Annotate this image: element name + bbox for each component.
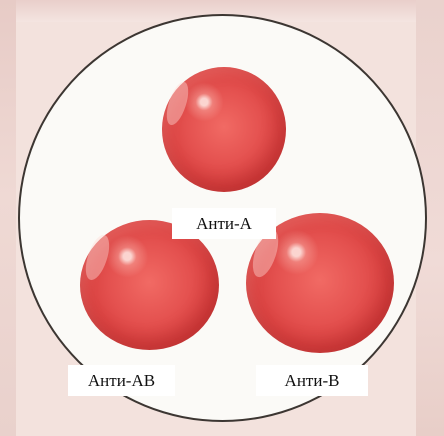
anti-ab-drop bbox=[80, 220, 219, 350]
background-left bbox=[0, 0, 16, 436]
anti-a-drop bbox=[162, 67, 286, 192]
anti-a-label: Анти-А bbox=[172, 208, 276, 239]
anti-b-label: Анти-В bbox=[256, 365, 368, 396]
anti-ab-label: Анти-АВ bbox=[68, 365, 175, 396]
